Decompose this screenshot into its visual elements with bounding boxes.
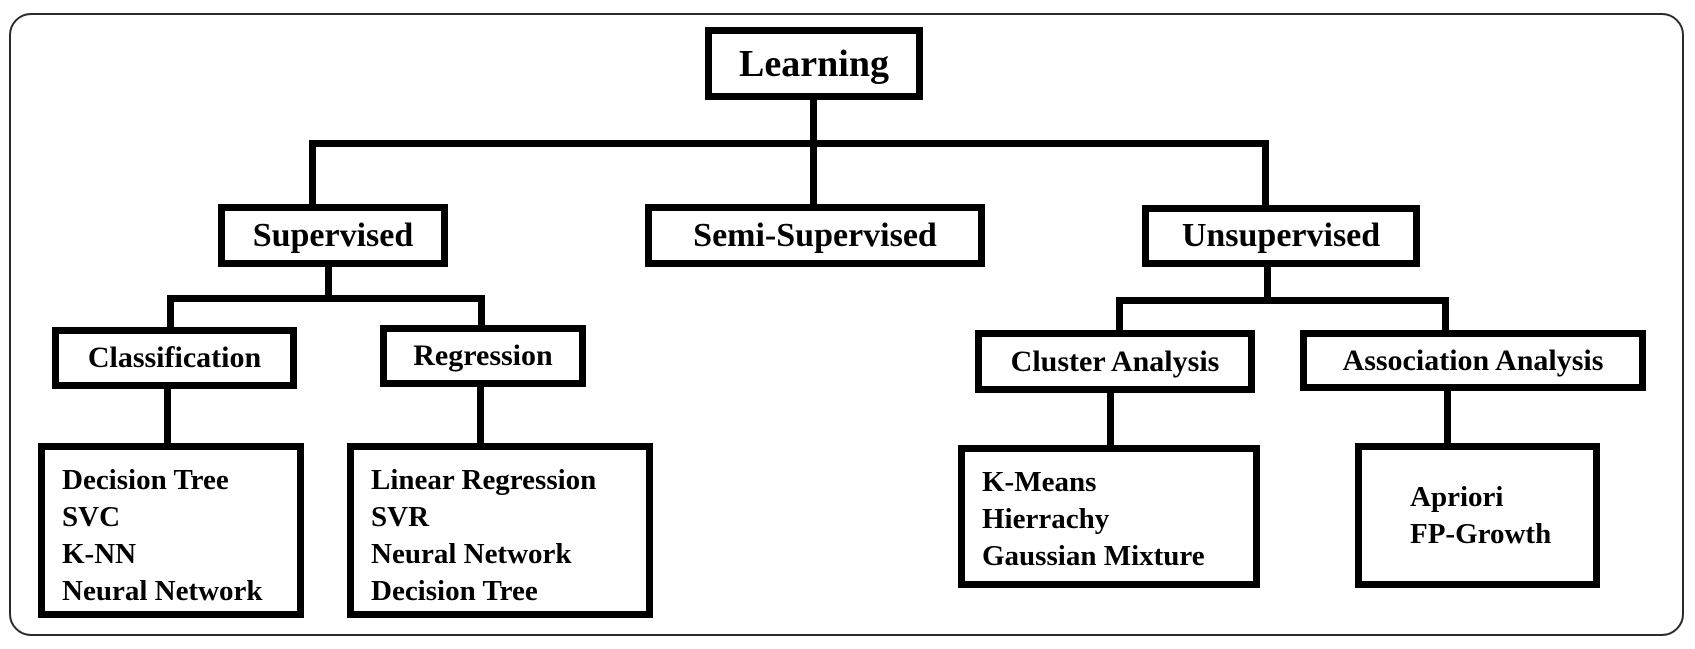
- leaf-classification-methods: Decision Tree SVC K-NN Neural Network: [38, 443, 304, 618]
- node-semi-supervised: Semi-Supervised: [645, 204, 985, 267]
- node-supervised: Supervised: [218, 204, 448, 267]
- connector-regression-down: [477, 386, 484, 443]
- leaf-item: K-NN: [62, 538, 137, 570]
- connector-association-up: [1442, 297, 1449, 330]
- connector-semi-supervised-up: [810, 140, 817, 204]
- node-classification: Classification: [52, 327, 297, 389]
- node-cluster-analysis: Cluster Analysis: [975, 330, 1255, 393]
- leaf-item: FP-Growth: [1410, 517, 1552, 550]
- leaf-item: Decision Tree: [371, 575, 538, 607]
- node-regression: Regression: [380, 325, 586, 387]
- connector-cluster-up: [1116, 297, 1123, 330]
- connector-association-down: [1444, 390, 1451, 443]
- connector-classification-up: [167, 295, 174, 327]
- connector-supervised-horizontal: [167, 295, 485, 302]
- leaf-cluster-methods: K-Means Hierrachy Gaussian Mixture: [958, 445, 1260, 588]
- leaf-regression-methods: Linear Regression SVR Neural Network Dec…: [347, 443, 653, 618]
- leaf-item: SVC: [62, 501, 121, 533]
- leaf-item: Neural Network: [62, 575, 263, 607]
- leaf-item: Neural Network: [371, 538, 572, 570]
- connector-unsupervised-up: [1262, 140, 1269, 205]
- connector-supervised-down: [325, 266, 332, 302]
- connector-regression-up: [478, 295, 485, 325]
- connector-unsupervised-horizontal: [1116, 297, 1449, 304]
- leaf-association-methods: Apriori FP-Growth: [1355, 443, 1600, 588]
- leaf-item: Apriori: [1410, 480, 1504, 513]
- outer-frame: [9, 13, 1684, 636]
- leaf-item: Linear Regression: [371, 464, 597, 496]
- leaf-item: Hierrachy: [982, 503, 1110, 535]
- connector-supervised-up: [309, 140, 316, 204]
- connector-classification-down: [164, 388, 171, 443]
- connector-unsupervised-down: [1264, 266, 1271, 302]
- leaf-item: SVR: [371, 501, 430, 533]
- connector-level1-horizontal: [309, 140, 1269, 147]
- connector-learning-down: [810, 100, 817, 147]
- connector-cluster-down: [1107, 392, 1114, 445]
- node-unsupervised: Unsupervised: [1142, 205, 1420, 267]
- node-association-analysis: Association Analysis: [1300, 330, 1646, 391]
- leaf-item: Gaussian Mixture: [982, 540, 1205, 572]
- node-learning: Learning: [705, 27, 923, 100]
- leaf-item: K-Means: [982, 466, 1097, 498]
- leaf-item: Decision Tree: [62, 464, 229, 496]
